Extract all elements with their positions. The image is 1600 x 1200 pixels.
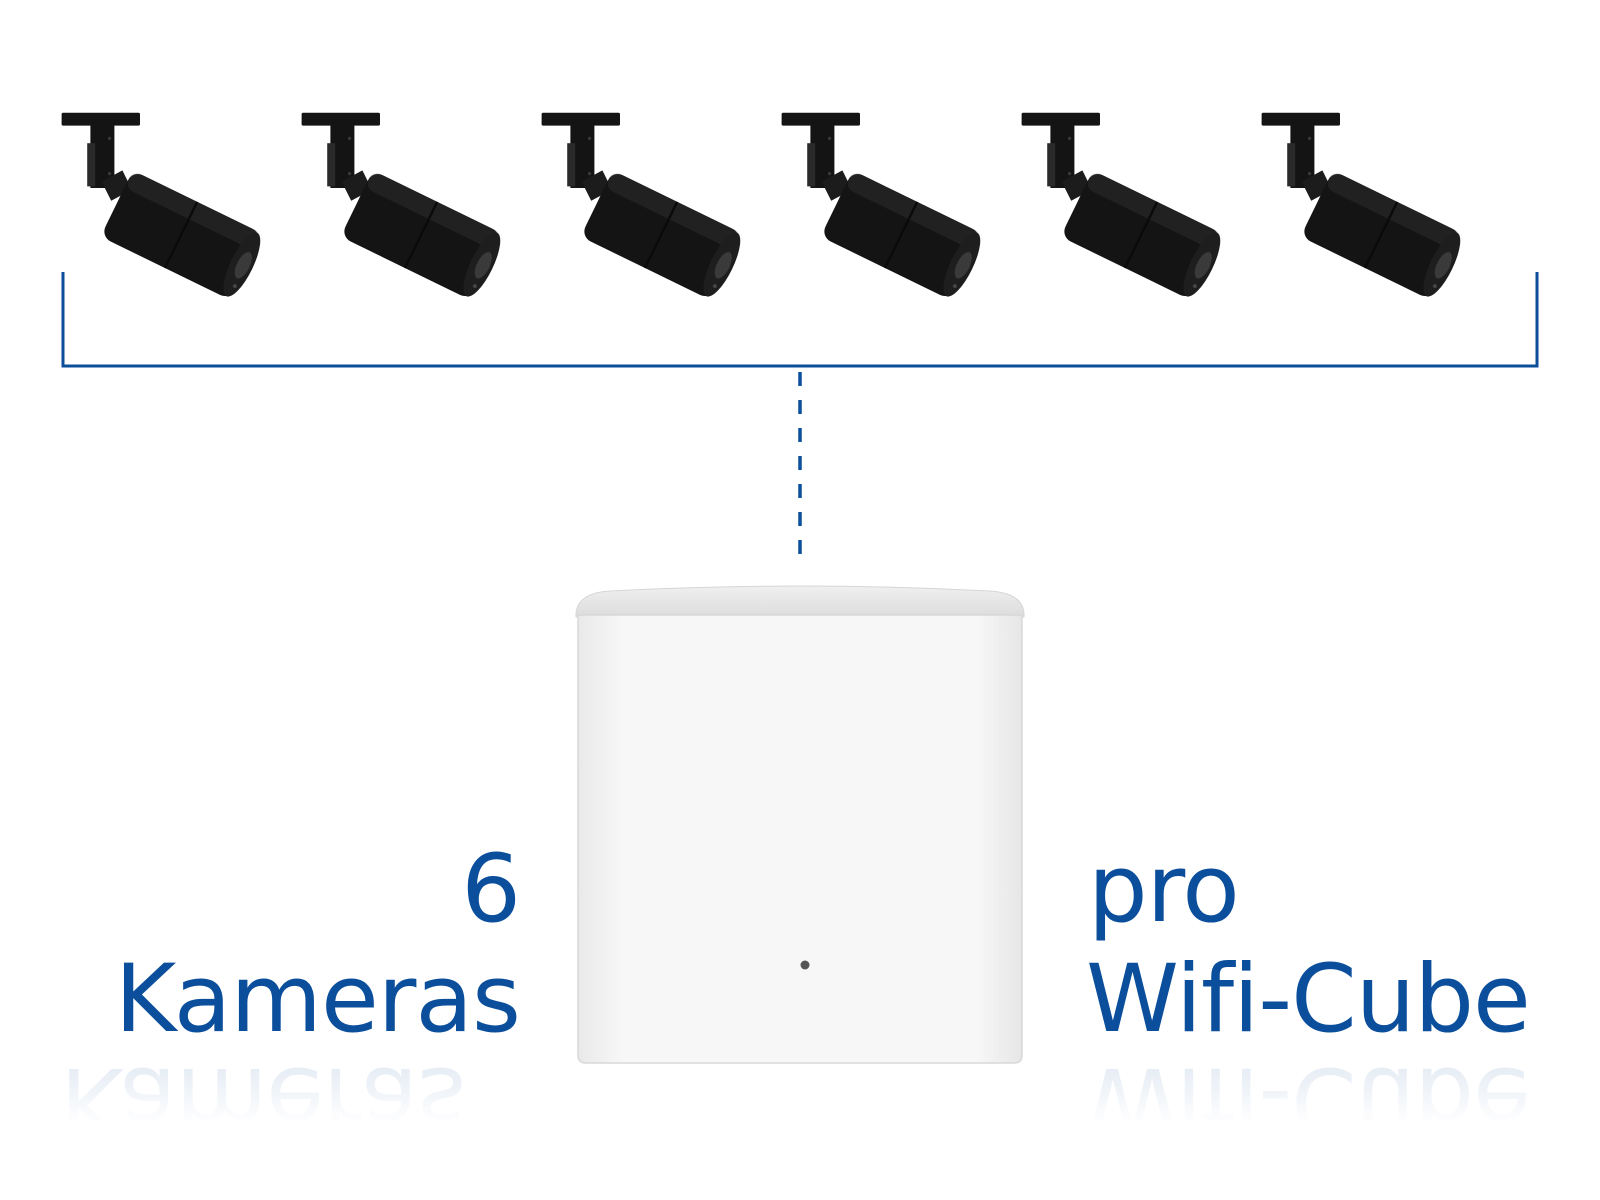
bullet-camera-icon (541, 112, 741, 297)
bullet-camera-icon (1021, 112, 1221, 297)
wifi-cube-icon (575, 585, 1025, 1064)
wifi-cube-label: Wifi-Cube (1086, 945, 1531, 1054)
cameras-label: Kameras (114, 945, 521, 1054)
camera-count-label: 6 (461, 835, 521, 944)
cameras-label-reflection: Kameras (60, 1046, 466, 1155)
bullet-camera-icon (61, 112, 261, 297)
camera-bracket-line (61, 272, 1539, 368)
bullet-camera-icon (301, 112, 501, 297)
bullet-camera-icon (1261, 112, 1461, 297)
wifi-cube-label-reflection: Wifi-Cube (1086, 1046, 1530, 1155)
status-led-icon (800, 960, 810, 970)
pro-label: pro (1088, 835, 1240, 944)
bullet-camera-icon (781, 112, 981, 297)
